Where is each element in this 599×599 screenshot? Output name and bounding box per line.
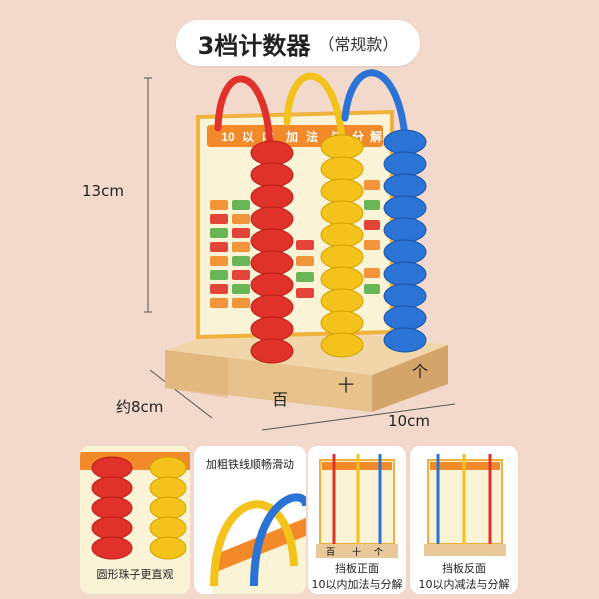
dimension-height: 13cm (82, 182, 124, 200)
blue-beads (383, 129, 427, 353)
red-beads (250, 140, 294, 364)
card-wire-closeup: 加粗铁线顺畅滑动 (194, 446, 306, 594)
title-main: 3档计数器 (197, 31, 311, 60)
card-beads-closeup: 圆形珠子更直观 (80, 446, 190, 594)
base-label-hundreds: 百 (272, 392, 288, 409)
front-base-label-tens: 十 (352, 548, 362, 558)
dimension-lines (144, 77, 456, 431)
main-scene: 百 十 个 10 以 内 加 法 与 分 解 (144, 69, 456, 431)
svg-text:加: 加 (285, 129, 298, 144)
card-caption-back-2: 10以内减法与分解 (418, 578, 510, 591)
yellow-beads (320, 134, 364, 358)
card-caption-back-1: 挡板反面 (442, 562, 486, 575)
dimension-depth: 约8cm (116, 398, 164, 416)
svg-text:解: 解 (370, 129, 382, 144)
card-caption-beads: 圆形珠子更直观 (96, 568, 174, 581)
title-pill: 3档计数器 （常规款） (176, 20, 420, 66)
board-front-image (308, 446, 406, 594)
base-label-ones: 个 (412, 363, 428, 381)
beads-closeup-image (80, 446, 190, 594)
wire-arcs (214, 69, 409, 149)
board-back-image (410, 446, 518, 594)
front-base-label-ones: 个 (374, 548, 384, 558)
wire-closeup-image (194, 446, 306, 594)
svg-text:法: 法 (306, 129, 318, 144)
card-caption-front-1: 挡板正面 (335, 562, 379, 575)
dimension-width: 10cm (388, 412, 430, 430)
card-caption-front-2: 10以内加法与分解 (311, 578, 403, 591)
svg-text:以: 以 (242, 130, 254, 144)
board-rows (210, 180, 380, 308)
title-sub: （常规款） (318, 35, 399, 54)
front-base-label-hundreds: 百 (326, 548, 336, 558)
base-label-tens: 十 (338, 377, 354, 395)
svg-text:10: 10 (221, 130, 235, 144)
card-caption-wire: 加粗铁线顺畅滑动 (206, 458, 294, 471)
card-board-back: 挡板反面 10以内减法与分解 (410, 446, 518, 594)
card-board-front: 百 十 个 挡板正面 10以内加法与分解 (308, 446, 406, 594)
